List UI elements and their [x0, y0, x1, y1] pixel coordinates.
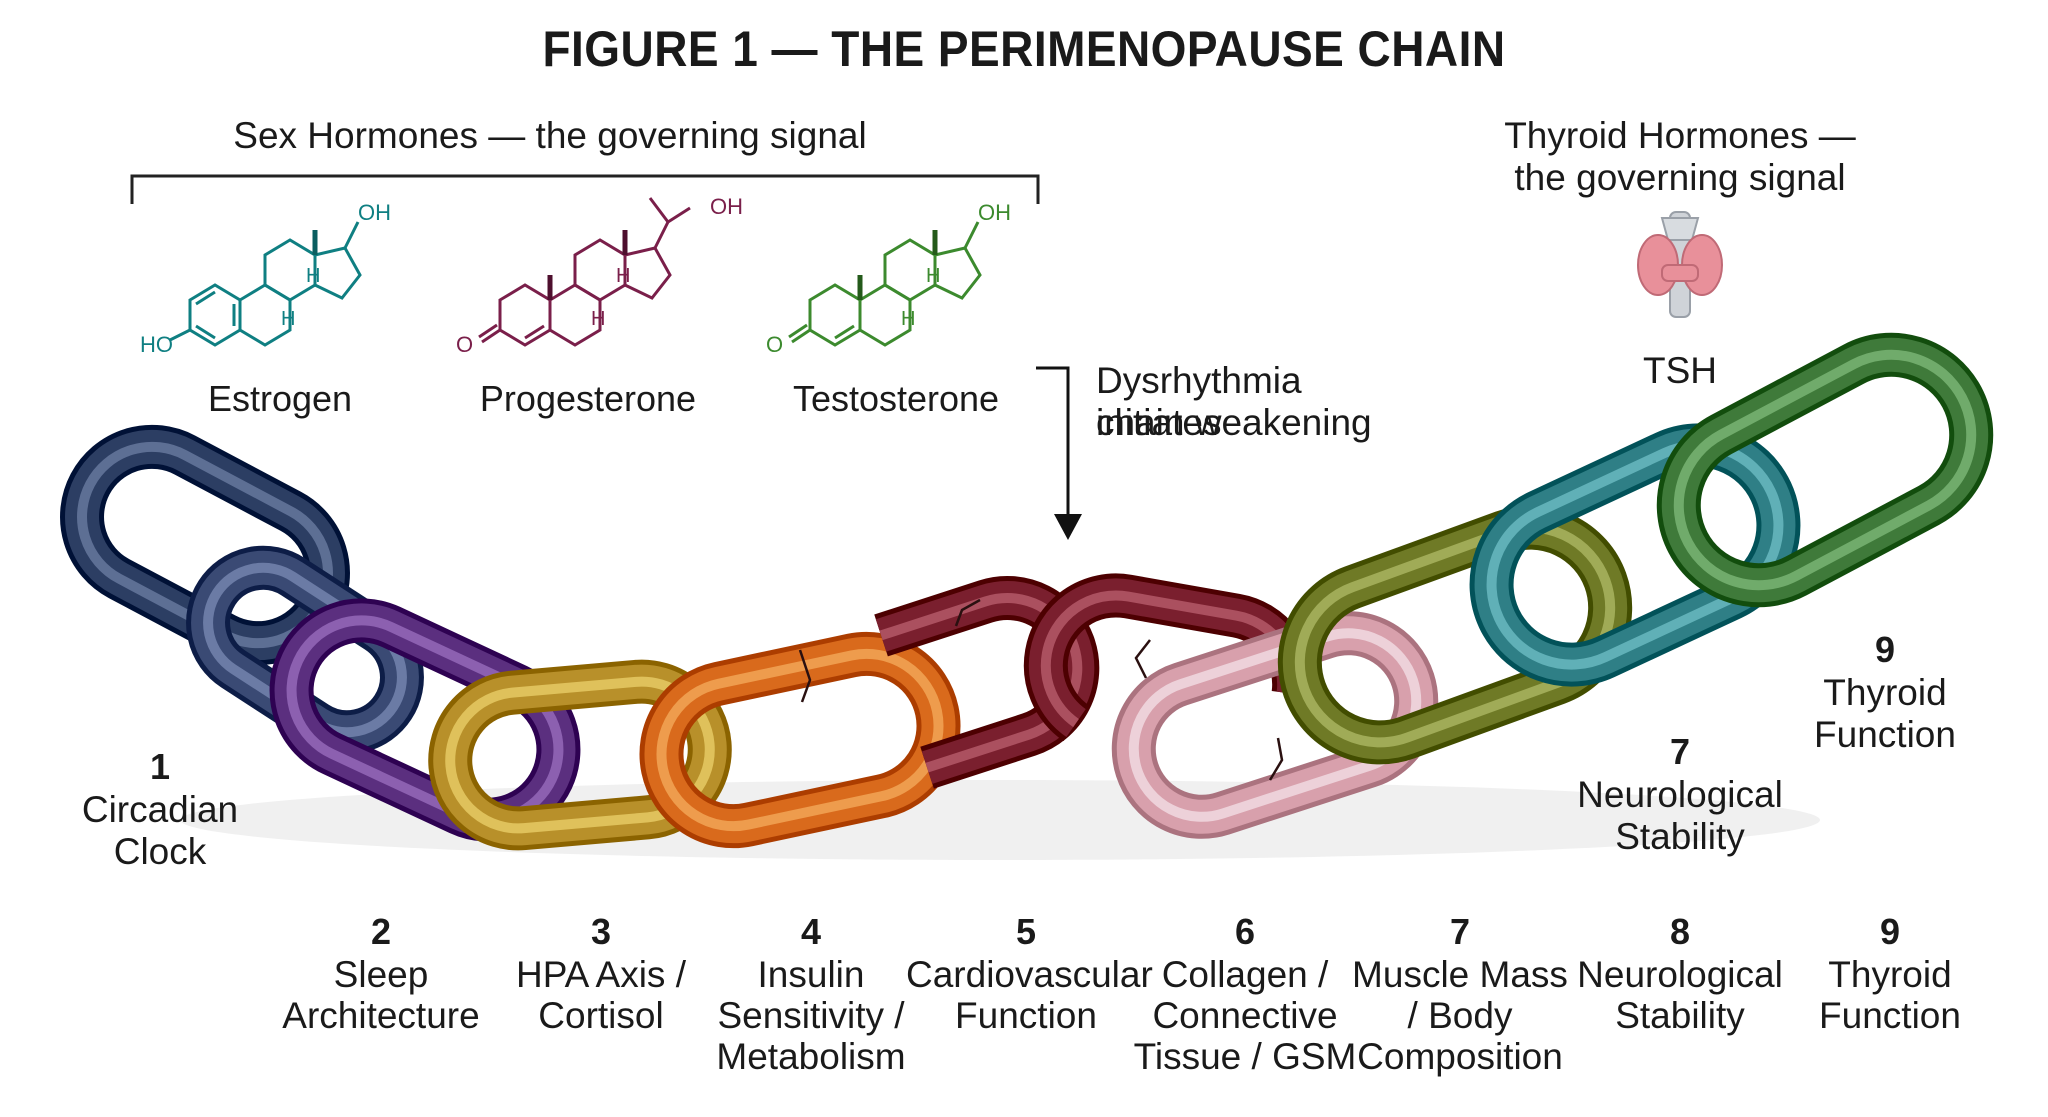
- crack-mark-1: [798, 649, 812, 703]
- link-line: Function: [955, 995, 1097, 1036]
- link-number: 2: [370, 911, 392, 952]
- link-line: Stability: [1615, 995, 1745, 1036]
- link-line: Tissue / GSM: [1133, 1036, 1357, 1077]
- crack-mark-4: [954, 598, 981, 627]
- figure-title: FIGURE 1 — THE PERIMENOPAUSE CHAIN: [542, 21, 1506, 77]
- chain-link-5-right: [1023, 573, 1317, 777]
- estrogen-h1: H: [281, 308, 295, 330]
- link-line: Sleep: [333, 954, 429, 995]
- side-label-line1: Neurological: [1577, 774, 1783, 815]
- estrogen-oh: OH: [358, 200, 391, 225]
- link-line: Cortisol: [538, 995, 664, 1036]
- crack-mark-3: [1134, 639, 1151, 679]
- link-label-4: 4 Insulin Sensitivity / Metabolism: [696, 910, 926, 1077]
- link-label-8: 8 Neurological Stability: [1560, 910, 1800, 1036]
- dysrhythmia-line2: chain weakening: [1096, 402, 1372, 443]
- link-line: Neurological: [1577, 954, 1783, 995]
- progesterone-oh: OH: [710, 194, 743, 219]
- progesterone-structure: [478, 197, 691, 347]
- testosterone-o: O: [766, 332, 783, 357]
- estrogen-label: Estrogen: [207, 378, 353, 419]
- link-label-9: 9 Thyroid Function: [1785, 910, 1995, 1036]
- down-arrow-icon: [1036, 366, 1082, 540]
- link-label-6: 6 Collagen / Connective Tissue / GSM: [1130, 910, 1360, 1077]
- link-number: 9: [1879, 911, 1901, 952]
- testosterone-h1: H: [901, 308, 915, 330]
- side-label-number: 9: [1874, 629, 1896, 670]
- link-line: Sensitivity /: [717, 995, 905, 1036]
- side-label-number: 1: [149, 746, 171, 787]
- testosterone-label: Testosterone: [792, 378, 1000, 419]
- link-line: / Body: [1407, 995, 1513, 1036]
- sex-hormones-bracket: [130, 174, 1040, 204]
- side-label-line1: Thyroid: [1823, 672, 1947, 713]
- link-number: 6: [1234, 911, 1256, 952]
- link-number: 5: [1015, 911, 1037, 952]
- link-number: 4: [800, 911, 822, 952]
- progesterone-label: Progesterone: [479, 378, 697, 419]
- thyroid-header-line2: the governing signal: [1514, 157, 1846, 198]
- chain-link-6: [1111, 611, 1439, 839]
- link-line: Composition: [1357, 1036, 1563, 1077]
- link-line: HPA Axis /: [516, 954, 686, 995]
- link-line: Function: [1819, 995, 1961, 1036]
- link-number: 7: [1449, 911, 1471, 952]
- progesterone-o: O: [456, 332, 473, 357]
- link-label-3: 3 HPA Axis / Cortisol: [486, 910, 716, 1036]
- side-label-thyroid: 9 Thyroid Function: [1785, 628, 1985, 756]
- side-label-circadian: 1 Circadian Clock: [60, 745, 260, 873]
- testosterone-structure: [788, 221, 982, 347]
- chain-link-9: [1656, 332, 1994, 608]
- tsh-label: TSH: [1643, 350, 1717, 391]
- progesterone-h2: H: [616, 265, 630, 287]
- chain-link-5-left: [810, 576, 1100, 794]
- link-line: Cardiovascular: [906, 954, 1153, 995]
- side-label-neurological: 7 Neurological Stability: [1560, 730, 1800, 858]
- link-line: Collagen /: [1161, 954, 1329, 995]
- chain-link-7: [1277, 505, 1633, 765]
- thyroid-gland-icon: [1637, 211, 1723, 318]
- link-line: Metabolism: [716, 1036, 906, 1077]
- side-label-number: 7: [1669, 731, 1691, 772]
- side-label-line1: Circadian: [81, 789, 239, 830]
- link-line: Architecture: [282, 995, 480, 1036]
- dysrhythmia-line1: Dysrhythmia initiates: [1096, 360, 1302, 443]
- testosterone-h2: H: [926, 265, 940, 287]
- testosterone-oh: OH: [978, 200, 1011, 225]
- side-label-line2: Function: [1814, 714, 1956, 755]
- steroid-structures: OH HO H H OH O H H OH O H H: [140, 194, 1011, 357]
- sex-hormones-header: Sex Hormones — the governing signal: [233, 115, 867, 156]
- side-label-line2: Stability: [1615, 816, 1745, 857]
- estrogen-structure: [169, 221, 362, 347]
- chain-link-8: [1469, 423, 1801, 687]
- link-label-2: 2 Sleep Architecture: [266, 910, 496, 1036]
- estrogen-ho: HO: [140, 332, 173, 357]
- thyroid-header-line1: Thyroid Hormones —: [1504, 115, 1856, 156]
- progesterone-h1: H: [591, 308, 605, 330]
- link-line: Thyroid: [1828, 954, 1952, 995]
- link-number: 3: [590, 911, 612, 952]
- link-line: Insulin: [757, 954, 865, 995]
- chain-link-3: [428, 659, 732, 851]
- link-line: Muscle Mass: [1352, 954, 1568, 995]
- link-label-7: 7 Muscle Mass / Body Composition: [1345, 910, 1575, 1077]
- estrogen-h2: H: [306, 265, 320, 287]
- link-label-5: 5 Cardiovascular Function: [906, 910, 1153, 1036]
- link-line: Connective: [1152, 995, 1338, 1036]
- side-label-line2: Clock: [113, 831, 207, 872]
- link-number: 8: [1669, 911, 1691, 952]
- chain-link-2: [269, 598, 581, 842]
- chain-link-4: [639, 631, 961, 849]
- crack-mark-2: [1268, 737, 1284, 781]
